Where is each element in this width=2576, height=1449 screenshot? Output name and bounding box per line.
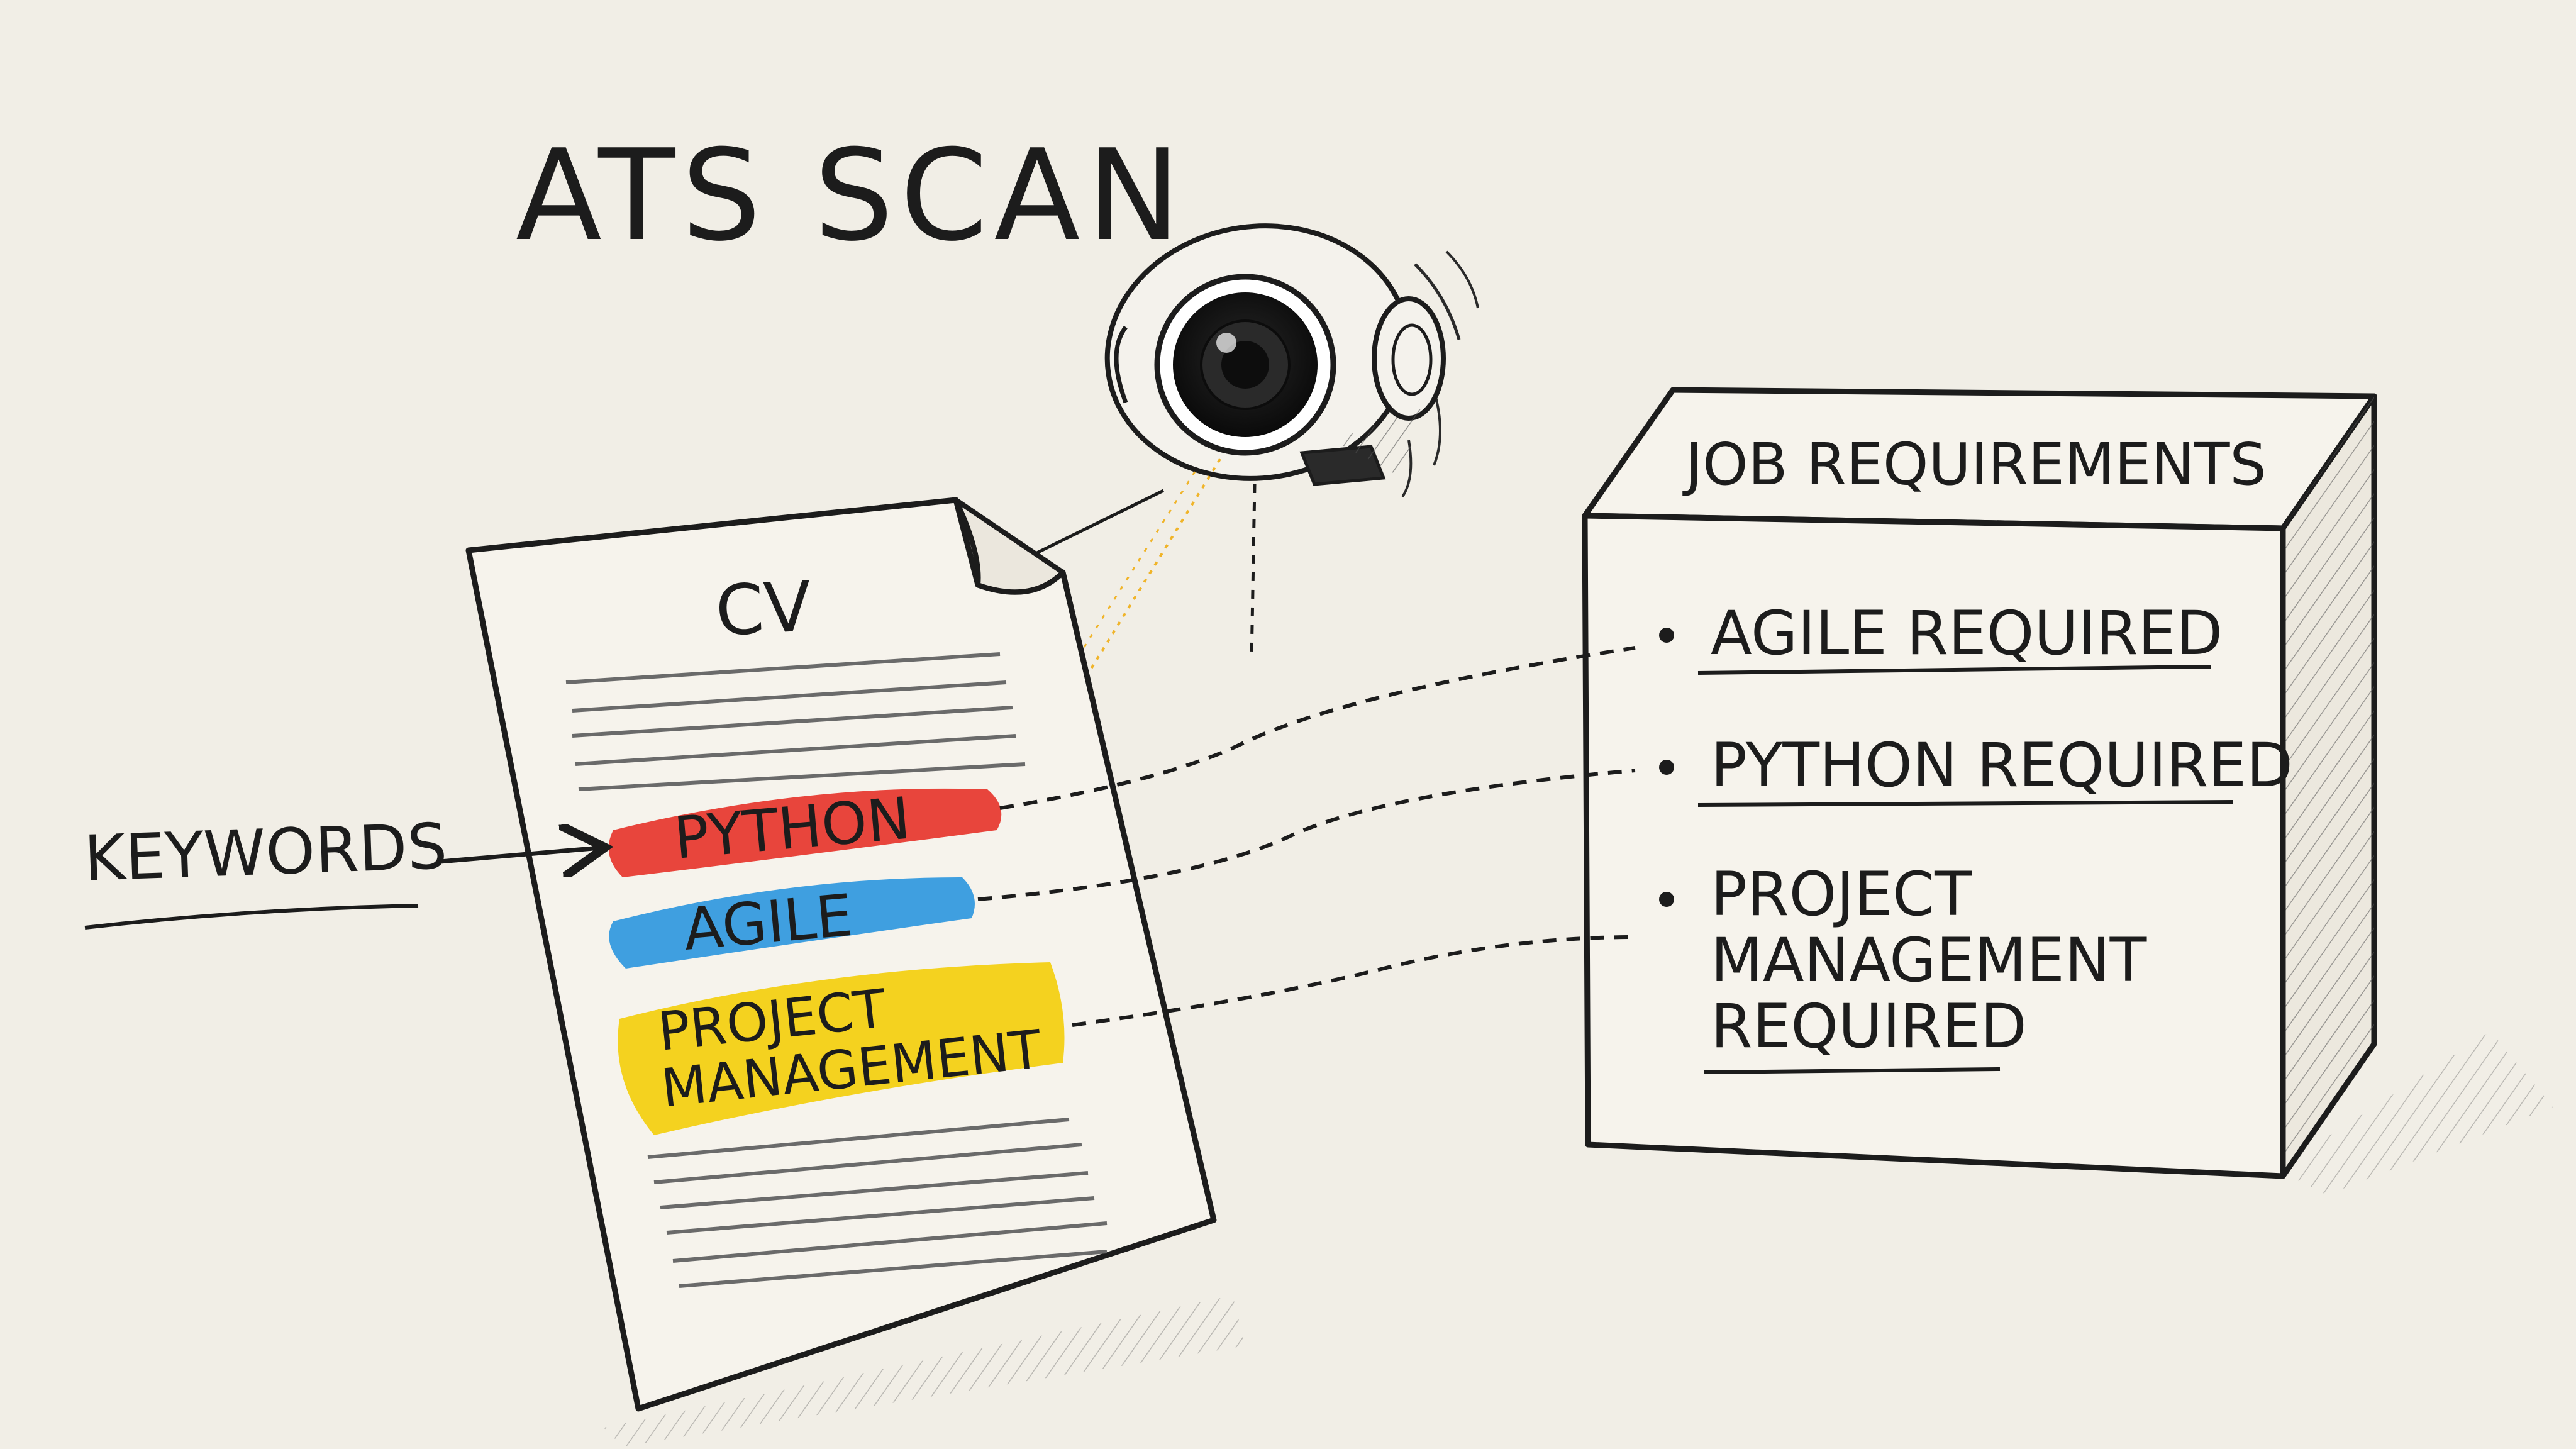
cv-heading: CV — [714, 566, 814, 652]
requirement-project: PROJECT — [1711, 859, 1972, 930]
requirement-python: PYTHON REQUIRED — [1711, 730, 2293, 801]
job-requirements-box: JOB REQUIREMENTS AGILE REQUIRED PYTHON R… — [1582, 387, 2553, 1195]
requirement-python-underline — [1697, 800, 2233, 807]
keyword-highlight-agile: AGILE — [609, 877, 975, 969]
connector-agile-to-python — [977, 769, 1636, 901]
cv-text-lines-top — [565, 652, 1026, 791]
requirement-management: MANAGEMENT — [1711, 925, 2147, 996]
keywords-underline — [84, 904, 419, 930]
job-requirements-title: JOB REQUIREMENTS — [1682, 431, 2267, 498]
keyword-highlight-python: PYTHON — [608, 785, 1002, 877]
connector-project-management — [1072, 935, 1636, 1027]
camera-eye-icon — [1104, 223, 1479, 498]
bullet-3 — [1659, 892, 1674, 907]
bullet-1 — [1659, 628, 1674, 643]
keywords-label: KEYWORDS — [83, 809, 448, 896]
connector-python-to-agile — [999, 646, 1636, 810]
keyword-agile: AGILE — [681, 882, 855, 963]
highlight-marker-python — [608, 788, 1002, 877]
keyword-highlight-project-management: PROJECT MANAGEMENT — [618, 962, 1065, 1135]
highlight-marker-project-management — [618, 962, 1065, 1135]
keywords-arrow — [440, 848, 601, 862]
bullet-2 — [1659, 760, 1674, 775]
requirement-agile: AGILE REQUIRED — [1711, 598, 2223, 669]
diagram-title: ATS SCAN — [516, 123, 1187, 269]
requirement-project-underline — [1704, 1067, 2001, 1074]
match-connectors — [977, 646, 1636, 1027]
requirement-agile-underline — [1697, 665, 2211, 675]
cv-document: CV PYTHON AGILE PROJECT MANAGEMENT — [465, 497, 1245, 1446]
cv-text-lines-bottom — [647, 1118, 1108, 1288]
highlight-marker-agile — [609, 877, 975, 969]
requirement-required: REQUIRED — [1711, 991, 2027, 1062]
